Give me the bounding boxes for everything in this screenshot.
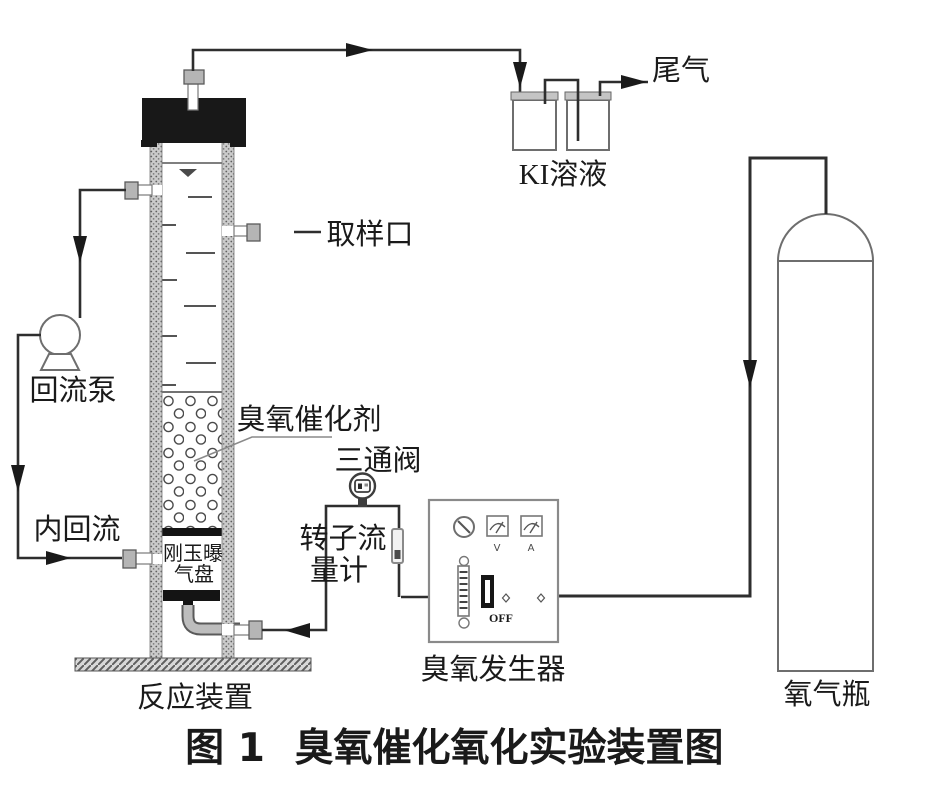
column-base: [74, 657, 312, 672]
port-notch: [150, 185, 162, 195]
reflux-in-stub: [134, 552, 153, 565]
sampling-port-fitting: [246, 223, 261, 242]
port-notch: [222, 624, 234, 635]
valve-stem: [358, 496, 367, 507]
cylinder-body: [777, 260, 874, 672]
valve-mark: [364, 483, 368, 487]
arrow-right-icon: [621, 75, 647, 89]
offgas-line: [191, 43, 648, 151]
port-notch: [150, 554, 162, 564]
ki-bottle-2-cap: [564, 91, 612, 101]
aerator-label-line1: 刚玉曝: [163, 542, 223, 565]
oxygen-pipe: [559, 156, 828, 598]
reflux-loop: [11, 188, 126, 565]
port-notch: [222, 226, 234, 236]
oxygen-cylinder-label: 氧气瓶: [783, 678, 870, 711]
catalyst-support-plate: [162, 528, 222, 536]
reflux-pump-base: [39, 353, 81, 371]
ozone-feed-line: [262, 472, 404, 638]
reflux-out-fitting: [124, 181, 139, 200]
aeration-disc: [163, 590, 220, 601]
cap-tab-left: [141, 140, 157, 147]
arrow-down-icon: [513, 62, 527, 88]
column-wall-right: [221, 103, 235, 661]
three-way-valve-label: 三通阀: [334, 444, 421, 477]
arrow-down-icon: [743, 360, 757, 388]
ki-bottle-1-cap: [510, 91, 559, 101]
switch-off-label: OFF: [489, 611, 513, 625]
figure-caption: 图 1 臭氧催化氧化实验装置图: [185, 726, 723, 771]
rotameter-label-line1: 转子流: [299, 522, 386, 555]
reflux-in-fitting: [122, 549, 137, 569]
cap-tab-right: [230, 140, 246, 147]
labels: 回流泵 内回流 取样口 臭氧催化剂 三通阀 转子流 量计 刚玉曝 气盘 反应装置…: [29, 54, 870, 714]
voltmeter-needle: [495, 521, 504, 534]
figure-number: 图 1: [185, 726, 265, 771]
indicator-bottom-port: [458, 617, 470, 629]
arrow-left-icon: [285, 623, 310, 638]
reflux-pump-label: 回流泵: [29, 374, 116, 407]
aerator-label-line2: 气盘: [174, 563, 214, 586]
panel-dot-icon: [536, 593, 546, 603]
valve-mark: [358, 483, 362, 489]
gas-elbow-pipe: [183, 605, 240, 634]
power-switch-slot: [485, 580, 490, 603]
rotameter-label-line2: 量计: [310, 554, 368, 587]
ozone-generator: V A OFF: [401, 498, 560, 644]
voltmeter-scale: [489, 522, 506, 531]
knob-pointer: [457, 520, 471, 534]
ammeter-scale: [523, 522, 540, 531]
reflux-pipe-upper: [78, 188, 126, 318]
panel-dot-icon: [501, 593, 511, 603]
ammeter-label: A: [528, 543, 535, 554]
catalyst-leader-line: [193, 436, 332, 462]
arrow-down-icon: [73, 236, 87, 263]
rotameter-float: [394, 550, 401, 559]
ki-bottle-2: [566, 99, 610, 151]
reaction-column: [74, 69, 312, 672]
ammeter: [520, 515, 543, 537]
arrow-down-icon: [11, 465, 25, 492]
cylinder-dome: [776, 213, 875, 262]
ki-bottle-1: [512, 99, 557, 151]
ozone-generator-label: 臭氧发生器: [420, 653, 565, 686]
top-port-fitting: [183, 69, 205, 85]
top-port-stub: [187, 83, 199, 111]
aeration-disc-stem: [183, 601, 193, 606]
arrow-right-icon: [46, 551, 71, 565]
gas-inlet-fitting: [248, 620, 263, 640]
reflux-pump-body: [39, 314, 81, 356]
ki-solution-label: KI溶液: [519, 158, 608, 191]
reaction-unit-label: 反应装置: [137, 681, 253, 714]
voltmeter: [486, 515, 509, 537]
sampling-port-label: 取样口: [326, 218, 413, 251]
ki-connect-tube: [543, 78, 580, 141]
water-level-marker-icon: [179, 169, 197, 177]
ammeter-needle: [529, 521, 538, 534]
gas-inlet-stub: [233, 624, 251, 636]
offgas-pipe: [191, 48, 522, 104]
tail-gas-label: 尾气: [652, 54, 710, 87]
oxygen-supply: [559, 156, 875, 672]
ozone-catalyst-label: 臭氧催化剂: [236, 403, 381, 436]
figure-title: 臭氧催化氧化实验装置图: [294, 726, 723, 771]
voltmeter-label: V: [494, 543, 501, 554]
arrow-right-icon: [346, 43, 373, 57]
indicator-top-port: [458, 555, 470, 567]
catalyst-bed: [162, 393, 222, 528]
indicator-stripes: [459, 571, 468, 609]
internal-reflux-label: 内回流: [33, 513, 120, 546]
